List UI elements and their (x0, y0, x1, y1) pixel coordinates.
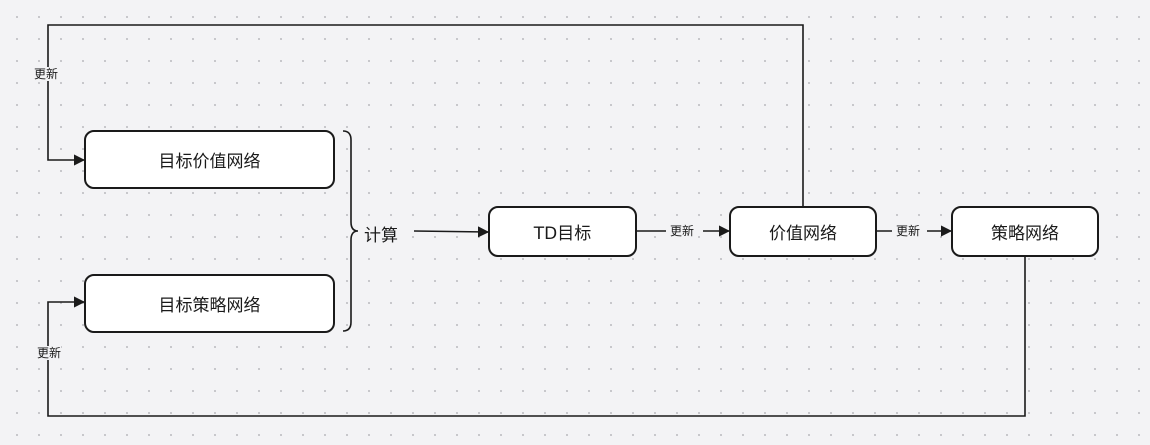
node-td-target-label: TD目标 (533, 224, 592, 244)
brace (342, 130, 359, 332)
node-td-target[interactable]: TD目标 (488, 206, 637, 257)
label-compute: 计算 (364, 226, 398, 246)
label-update-bottom-left: 更新 (37, 346, 62, 360)
node-target-value-network[interactable]: 目标价值网络 (84, 130, 335, 189)
node-value-network[interactable]: 价值网络 (729, 206, 877, 257)
label-update-value-to-policy: 更新 (896, 224, 921, 238)
node-target-policy-network-label: 目标策略网络 (158, 296, 261, 316)
node-policy-network-label: 策略网络 (991, 224, 1059, 244)
label-update-td-to-value: 更新 (670, 224, 695, 238)
node-target-policy-network[interactable]: 目标策略网络 (84, 274, 335, 333)
node-target-value-network-label: 目标价值网络 (158, 152, 261, 172)
edge-compute-to-td (413, 226, 490, 238)
edge-policy-to-target-policy (47, 256, 1026, 417)
node-policy-network[interactable]: 策略网络 (951, 206, 1099, 257)
label-update-top-left: 更新 (34, 67, 59, 81)
node-value-network-label: 价值网络 (769, 224, 837, 244)
edge-value-to-target-value (47, 24, 804, 207)
